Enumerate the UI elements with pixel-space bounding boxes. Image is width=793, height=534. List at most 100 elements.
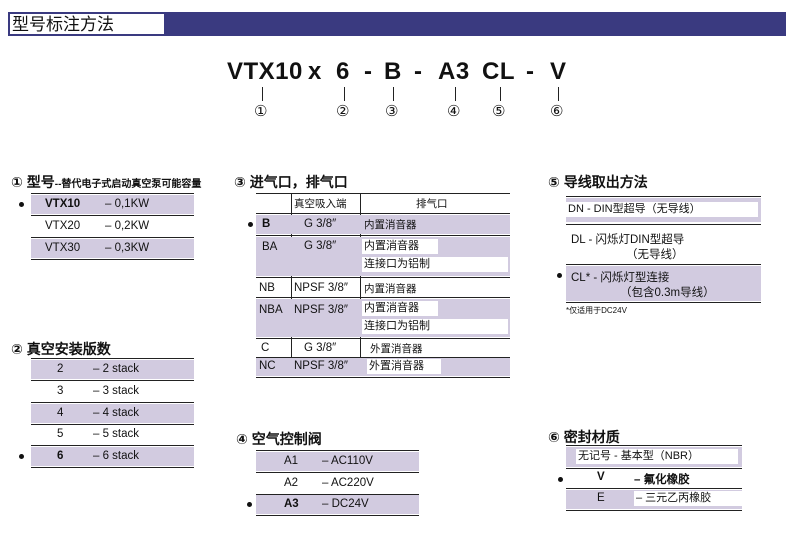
port-thread: NPSF 3/8″ [294, 282, 348, 294]
rule [566, 488, 742, 489]
col-divider [291, 193, 292, 376]
wire-option-note: （无导线） [626, 249, 684, 261]
rule [256, 472, 419, 473]
section-valve-title: ④ 空气控制阀 [236, 431, 322, 447]
code-part-stack: 6 [336, 58, 350, 85]
table-row: A2– AC220V [284, 477, 374, 489]
code-tick [262, 87, 263, 101]
section-model-title: ① 型号--替代电子式启动真空泵可能容量 [11, 174, 202, 190]
wire-option: DL - 闪烁灯DIN型超导 [571, 234, 685, 246]
rule [31, 445, 194, 446]
port-exhaust: 外置消音器 [367, 359, 441, 374]
circle-6: ⑥ [550, 103, 564, 120]
table-row: VTX10 – 0,1KW [31, 195, 194, 214]
port-thread: G 3/8″ [304, 240, 337, 252]
seal-code: V [597, 471, 605, 483]
code-sep: - [526, 58, 534, 85]
wire-footnote: *仅适用于DC24V [566, 306, 627, 315]
code-tick [344, 87, 345, 101]
rule [31, 467, 194, 468]
rule [31, 237, 194, 238]
table-row: A3– DC24V [256, 495, 419, 514]
code-part-model: VTX10 [227, 58, 303, 85]
wire-option: DN - DIN型超导（无导线） [566, 202, 758, 217]
rule [566, 196, 761, 197]
section-seal-title: ⑥ 密封材质 [548, 429, 620, 445]
section-stack-title: ② 真空安装版数 [11, 341, 111, 357]
code-tick [500, 87, 501, 101]
rule [31, 424, 194, 425]
circle-1: ① [254, 103, 268, 120]
default-bullet [558, 477, 563, 482]
rule [566, 468, 742, 469]
seal-desc: – 三元乙丙橡胶 [634, 491, 742, 506]
port-exhaust: 内置消音器 [364, 219, 417, 231]
section-model-subtitle: --替代电子式启动真空泵可能容量 [54, 179, 202, 190]
rule [256, 213, 510, 214]
default-bullet [248, 222, 253, 227]
code-part-seal: V [550, 58, 567, 85]
code-part-port: B [384, 58, 402, 85]
table-row: VTX20 – 0,2KW [45, 220, 150, 232]
code-part-wire: CL [482, 58, 515, 85]
code-sep: - [364, 58, 372, 85]
wire-option-note: （包含0.3m导线） [620, 287, 715, 299]
rule [566, 264, 761, 265]
rule [31, 380, 194, 381]
port-code: NC [259, 360, 276, 372]
port-code: NBA [259, 304, 283, 316]
rule [256, 193, 510, 194]
rule [256, 494, 419, 495]
rule [31, 193, 194, 194]
port-exhaust: 内置消音器 [362, 301, 438, 316]
section-port-title: ③ 进气口，排气口 [234, 174, 348, 190]
default-bullet [19, 202, 24, 207]
col-header-suction: 真空吸入端 [294, 198, 347, 210]
port-code: B [262, 218, 271, 230]
port-thread: G 3/8″ [304, 218, 337, 230]
table-row: A1– AC110V [256, 452, 419, 471]
port-exhaust: 内置消音器 [362, 239, 438, 254]
port-code: BA [262, 241, 278, 253]
rule [566, 445, 742, 446]
default-bullet [19, 454, 24, 459]
circle-5: ⑤ [492, 103, 506, 120]
code-sep: - [414, 58, 422, 85]
rule [31, 259, 194, 260]
col-divider [360, 193, 361, 376]
page-title: 型号标注方法 [9, 13, 165, 35]
port-thread: NPSF 3/8″ [294, 304, 348, 316]
table-row: VTX30 – 0,3KW [31, 239, 194, 258]
code-tick [393, 87, 394, 101]
port-exhaust-note: 连接口为铝制 [362, 319, 508, 334]
table-row: 3– 3 stack [57, 385, 140, 397]
rule [31, 358, 194, 359]
rule [256, 357, 510, 358]
seal-option: 无记号 - 基本型（NBR） [576, 449, 738, 464]
rule [31, 402, 194, 403]
rule [256, 235, 510, 236]
rule [566, 224, 761, 225]
table-row: 2– 2 stack [31, 360, 194, 379]
table-row [566, 266, 761, 301]
port-code: NB [259, 282, 275, 294]
rule [256, 277, 510, 278]
rule [256, 377, 510, 378]
circle-4: ④ [447, 103, 461, 120]
circle-2: ② [336, 103, 350, 120]
rule [256, 297, 510, 298]
code-tick [455, 87, 456, 101]
rule [31, 215, 194, 216]
rule [566, 302, 761, 303]
code-part-valve: A3 [438, 58, 470, 85]
table-row [256, 215, 510, 234]
rule [256, 450, 419, 451]
rule [256, 515, 419, 516]
col-header-exhaust: 排气口 [416, 198, 448, 210]
default-bullet [557, 273, 562, 278]
code-part-x: x [308, 58, 322, 85]
port-thread: G 3/8″ [304, 342, 337, 354]
table-row: 6– 6 stack [31, 447, 194, 466]
rule [566, 510, 742, 511]
rule [256, 338, 510, 339]
